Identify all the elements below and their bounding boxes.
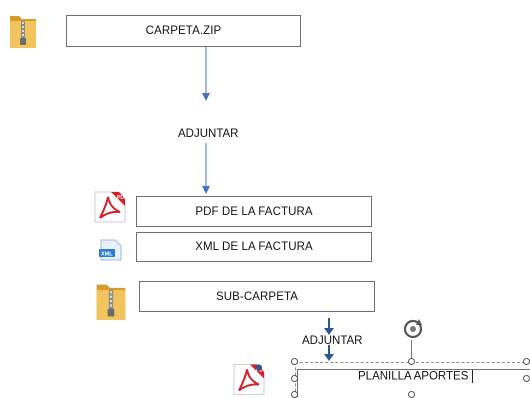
- pdf-invoice-box[interactable]: PDF DE LA FACTURA: [136, 196, 372, 227]
- sub-folder-label: SUB-CARPETA: [215, 290, 299, 303]
- connector-arrow-1: [202, 47, 210, 101]
- pdf-icon: PDF: [94, 191, 127, 223]
- svg-text:PDF: PDF: [256, 368, 266, 374]
- zip-folder-box[interactable]: CARPETA.ZIP: [66, 15, 301, 47]
- connector-arrow-2: [202, 143, 210, 194]
- attach-label-2: ADJUNTAR: [302, 335, 363, 347]
- resize-handle-top-left[interactable]: [291, 358, 298, 365]
- contributions-sheet-label: PLANILLA APORTES: [358, 370, 469, 383]
- resize-handle-top-middle[interactable]: [408, 358, 415, 365]
- attach-label-1: ADJUNTAR: [178, 128, 239, 140]
- text-caret: [472, 370, 474, 383]
- down-arrow-icon: [324, 318, 334, 335]
- down-arrow-icon: [324, 345, 334, 361]
- rotate-handle-stem: [411, 340, 412, 358]
- svg-text:XML: XML: [101, 252, 113, 258]
- pdf-icon: PDF: [233, 364, 266, 395]
- contributions-sheet-box[interactable]: [297, 369, 530, 397]
- resize-handle-right-middle[interactable]: [523, 375, 530, 382]
- zip-folder-icon: [96, 284, 126, 320]
- pdf-invoice-label: PDF DE LA FACTURA: [195, 205, 313, 218]
- xml-invoice-label: XML DE LA FACTURA: [195, 241, 313, 253]
- resize-handle-top-right[interactable]: [523, 358, 530, 365]
- sub-folder-box[interactable]: SUB-CARPETA: [139, 281, 375, 312]
- zip-folder-icon: [10, 16, 36, 48]
- xml-file-icon: XML: [99, 239, 122, 261]
- rotate-icon[interactable]: [401, 317, 425, 341]
- resize-handle-left-middle[interactable]: [291, 375, 298, 382]
- zip-folder-label: CARPETA.ZIP: [145, 25, 222, 37]
- xml-invoice-box[interactable]: XML DE LA FACTURA: [136, 232, 372, 262]
- contributions-sheet-text[interactable]: PLANILLA APORTES: [300, 370, 530, 388]
- svg-text:PDF: PDF: [117, 195, 127, 201]
